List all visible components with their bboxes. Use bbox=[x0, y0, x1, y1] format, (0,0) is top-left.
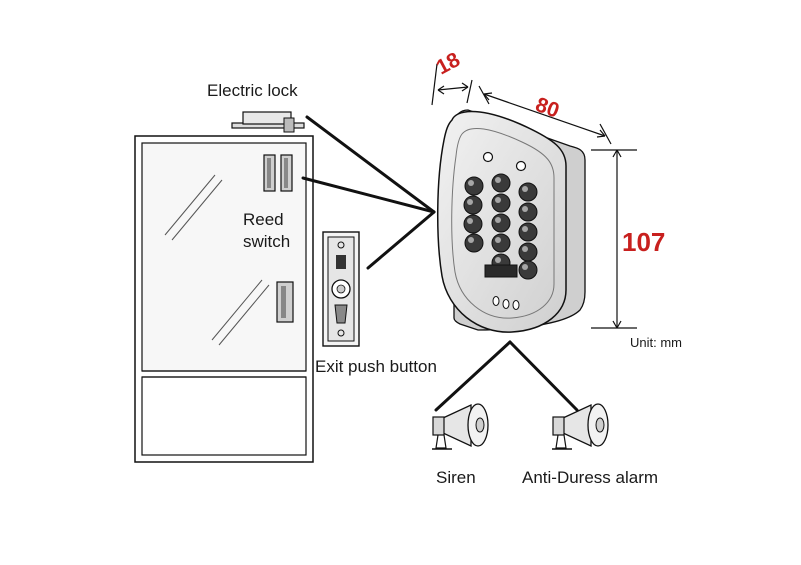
wiring-lines bbox=[301, 115, 579, 412]
exit-push-button-icon bbox=[322, 231, 360, 347]
siren-icon bbox=[432, 403, 489, 450]
led-indicator bbox=[515, 160, 527, 172]
door-lower-panel bbox=[141, 376, 307, 456]
height-dimension-label: 107 bbox=[622, 227, 666, 257]
reed-switch-label-line1: Reed bbox=[243, 210, 284, 229]
reed-switch-label-line2: switch bbox=[243, 232, 291, 251]
electric-lock-icon bbox=[231, 111, 305, 133]
keypad-device bbox=[437, 109, 586, 333]
door-glass-panel bbox=[141, 142, 307, 372]
anti-duress-alarm-label: Anti-Duress alarm bbox=[522, 468, 659, 487]
exit-push-button-label: Exit push button bbox=[315, 357, 437, 376]
card-reader-window bbox=[484, 264, 518, 278]
led-indicator bbox=[482, 151, 494, 163]
dimension-lines bbox=[431, 63, 637, 329]
electric-lock-label: Electric lock bbox=[207, 81, 298, 100]
reed-switch-icon bbox=[263, 154, 293, 192]
anti-duress-alarm-icon bbox=[552, 403, 609, 450]
door-strike-icon bbox=[276, 281, 294, 323]
siren-label: Siren bbox=[436, 468, 476, 487]
unit-note: Unit: mm bbox=[630, 335, 682, 350]
